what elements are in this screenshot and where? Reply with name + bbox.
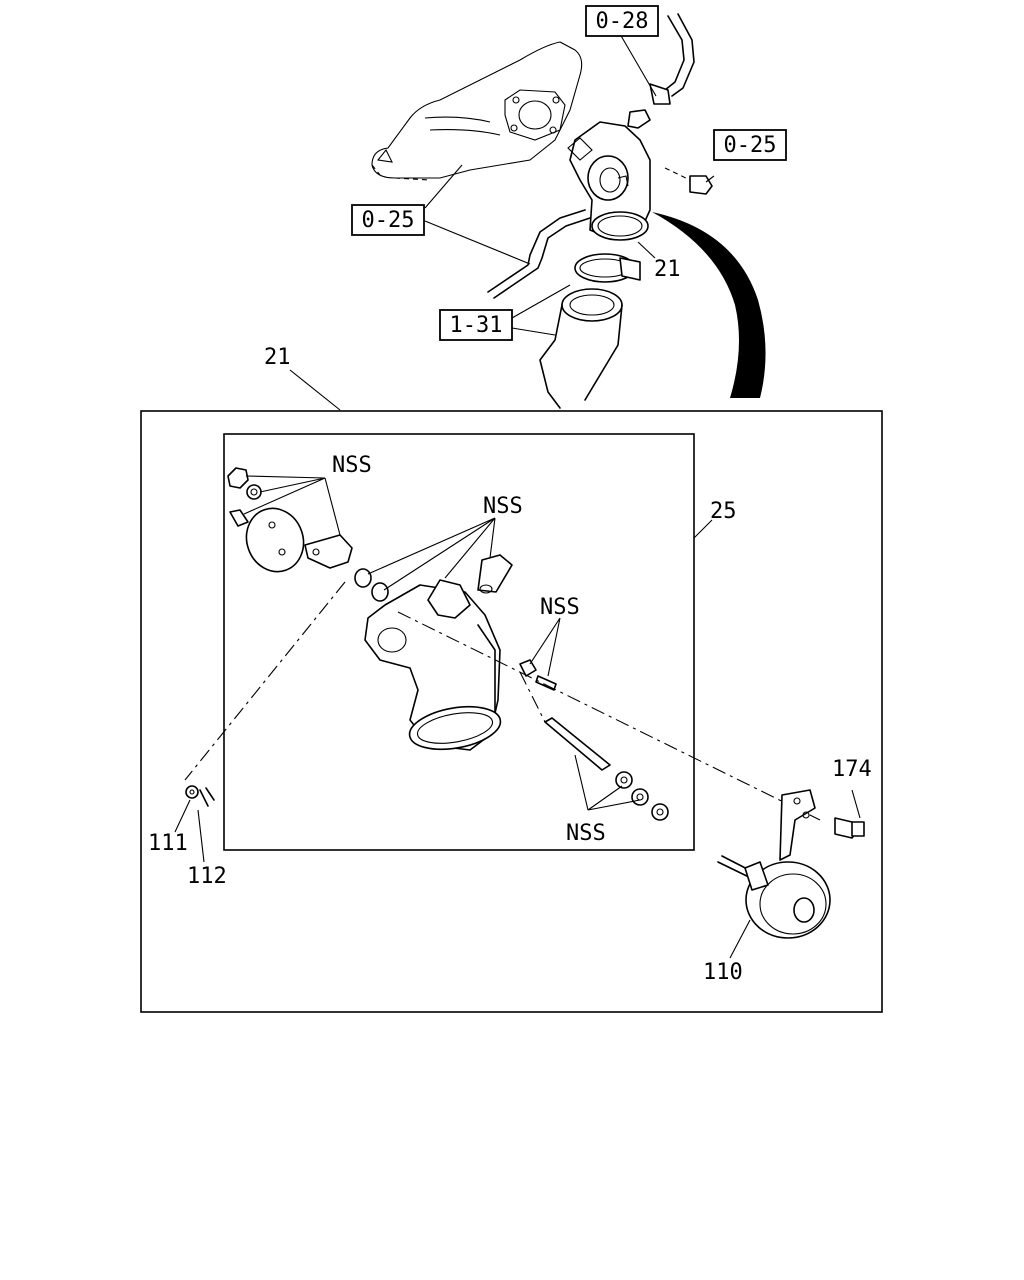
valve-lever bbox=[304, 534, 353, 569]
callout-0-28: 0-28 bbox=[596, 9, 649, 34]
label-part-21-top: 21 bbox=[654, 257, 681, 282]
vacuum-actuator bbox=[717, 789, 831, 939]
intake-manifold bbox=[371, 41, 583, 181]
label-nss-3: NSS bbox=[540, 595, 580, 620]
lower-shaft bbox=[544, 717, 611, 771]
hose-clamp bbox=[574, 253, 641, 283]
bushings bbox=[354, 568, 389, 602]
callout-0-25-left: 0-25 bbox=[362, 208, 415, 233]
bolt-174 bbox=[834, 817, 865, 839]
inner-pipe-fitting bbox=[477, 554, 513, 594]
label-nss-4: NSS bbox=[566, 821, 606, 846]
clip-112 bbox=[199, 787, 215, 807]
air-duct-hose bbox=[539, 288, 623, 409]
callout-box-0-25-left bbox=[351, 204, 425, 236]
label-part-111: 111 bbox=[148, 831, 188, 856]
callout-0-25-right: 0-25 bbox=[724, 133, 777, 158]
stud-and-nut bbox=[519, 659, 557, 691]
label-part-110: 110 bbox=[703, 960, 743, 985]
washer-111 bbox=[185, 785, 199, 799]
label-part-25: 25 bbox=[710, 499, 737, 524]
callout-box-0-28 bbox=[585, 5, 659, 37]
label-part-21-assembly: 21 bbox=[264, 345, 291, 370]
callout-box-0-25-right bbox=[713, 129, 787, 161]
label-part-112: 112 bbox=[187, 864, 227, 889]
label-part-174: 174 bbox=[832, 757, 872, 782]
pcv-pipe bbox=[487, 209, 591, 299]
small-nuts-lower bbox=[615, 771, 669, 821]
small-nuts-upper bbox=[227, 467, 262, 527]
sweep-arrow bbox=[652, 212, 766, 398]
label-nss-1: NSS bbox=[332, 453, 372, 478]
callout-box-1-31 bbox=[439, 309, 513, 341]
assembly-25-frame bbox=[223, 433, 695, 851]
vacuum-hose bbox=[649, 13, 695, 105]
throttle-body bbox=[567, 109, 713, 241]
assembly-21-frame bbox=[140, 410, 883, 1013]
valve-plate bbox=[245, 507, 305, 573]
label-nss-2: NSS bbox=[483, 494, 523, 519]
callout-1-31: 1-31 bbox=[450, 313, 503, 338]
throttle-body-housing bbox=[364, 579, 502, 751]
